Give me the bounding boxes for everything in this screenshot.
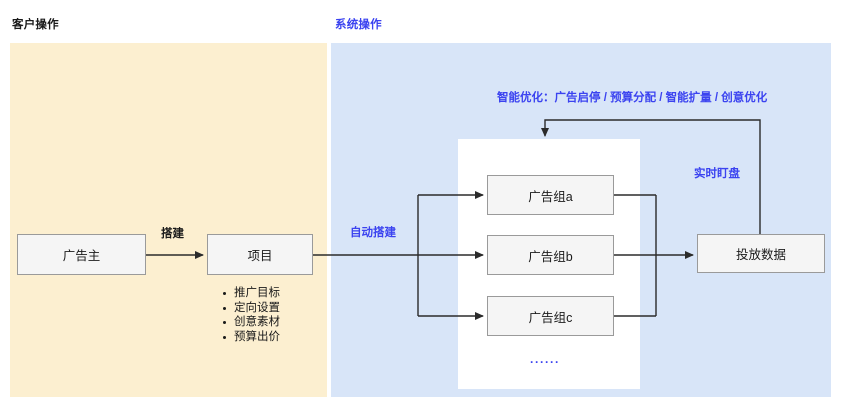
node-ad-group-b[interactable]: 广告组b — [487, 235, 614, 275]
list-item: 推广目标 — [223, 287, 280, 299]
list-item: 创意素材 — [223, 316, 280, 328]
edge-label-smart-optimization: 智能优化：广告启停 / 预算分配 / 智能扩量 / 创意优化 — [497, 92, 768, 104]
system-panel-title: 系统操作 — [335, 19, 382, 31]
project-attribute-list: 推广目标 定向设置 创意素材 预算出价 — [218, 286, 280, 344]
node-delivery-data[interactable]: 投放数据 — [697, 234, 825, 273]
node-ad-group-c[interactable]: 广告组c — [487, 296, 614, 336]
customer-operations-panel — [10, 43, 327, 397]
ad-group-ellipsis: ······ — [530, 355, 560, 369]
customer-panel-title: 客户操作 — [12, 19, 59, 31]
node-ad-group-a[interactable]: 广告组a — [487, 175, 614, 215]
node-project[interactable]: 项目 — [207, 234, 313, 275]
edge-label-realtime-monitoring: 实时盯盘 — [694, 168, 740, 180]
edge-label-build: 搭建 — [161, 228, 184, 240]
edge-label-auto-build: 自动搭建 — [350, 227, 396, 239]
node-advertiser[interactable]: 广告主 — [17, 234, 146, 275]
list-item: 预算出价 — [223, 330, 280, 343]
list-item: 定向设置 — [223, 301, 280, 314]
